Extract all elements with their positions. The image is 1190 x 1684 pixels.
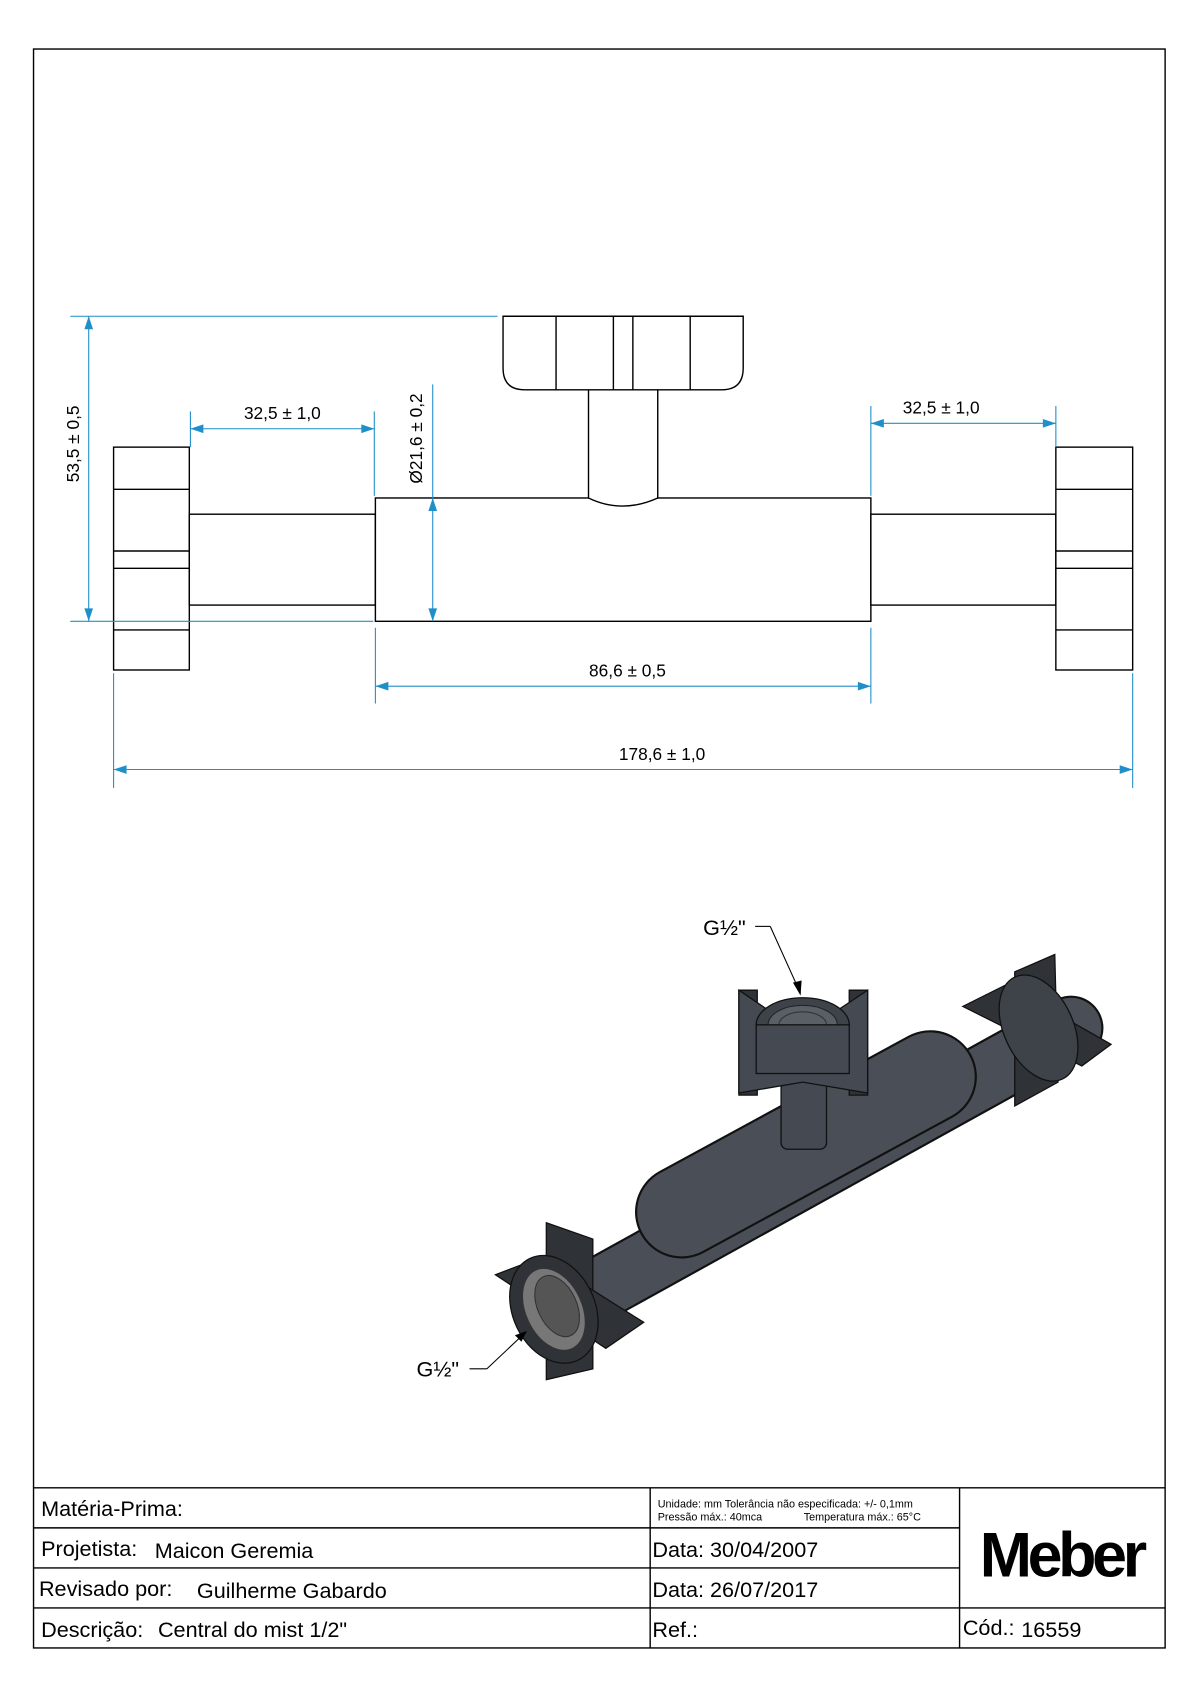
thread-callout-top: G½" [703, 915, 746, 940]
dim-height: 53,5 ± 0,5 [63, 405, 83, 482]
revisado-label: Revisado por: [39, 1576, 172, 1601]
main-body [374, 497, 872, 623]
front-view [112, 315, 1134, 671]
dim-left-length: 32,5 ± 1,0 [244, 403, 321, 423]
right-nut-3d [961, 953, 1113, 1108]
dim-total-length: 178,6 ± 1,0 [619, 744, 705, 764]
notes-temperature: Temperatura máx.: 65°C [804, 1511, 921, 1523]
left-nut [112, 446, 191, 671]
right-nut [1055, 446, 1134, 671]
dim-diameter: Ø21,6 ± 0,2 [406, 393, 426, 483]
meber-logo: Meber [980, 1521, 1147, 1591]
left-nut-3d [494, 1221, 645, 1381]
data-revisao: Data: 26/07/2017 [652, 1577, 818, 1602]
notes-line1: Unidade: mm Tolerância não especificada:… [658, 1498, 913, 1510]
revisado-value: Guilherme Gabardo [197, 1578, 387, 1603]
title-block [33, 1487, 1166, 1648]
drawing-frame [32, 48, 1166, 1649]
left-pipe [188, 513, 377, 606]
materia-prima-label: Matéria-Prima: [41, 1496, 183, 1521]
dim-right-length: 32,5 ± 1,0 [903, 398, 980, 418]
dimension-lines [70, 315, 1134, 788]
cod-value: 16559 [1021, 1617, 1081, 1642]
dim-body-length: 86,6 ± 0,5 [589, 660, 666, 680]
data-criacao: Data: 30/04/2007 [652, 1537, 818, 1562]
top-knob-3d [738, 988, 869, 1096]
isometric-view [494, 953, 1113, 1381]
stem [587, 389, 659, 507]
thread-callout-bottom: G½" [417, 1356, 460, 1381]
top-knob [502, 315, 744, 391]
right-pipe [870, 513, 1057, 606]
notes-pressure: Pressão máx.: 40mca [658, 1511, 762, 1523]
descricao-label: Descrição: [41, 1617, 143, 1642]
projetista-label: Projetista: [41, 1536, 137, 1561]
projetista-value: Maicon Geremia [155, 1538, 315, 1563]
descricao-value: Central do mist 1/2" [158, 1617, 347, 1642]
cod-label: Cód.: [963, 1615, 1015, 1640]
ref-label: Ref.: [652, 1617, 698, 1642]
